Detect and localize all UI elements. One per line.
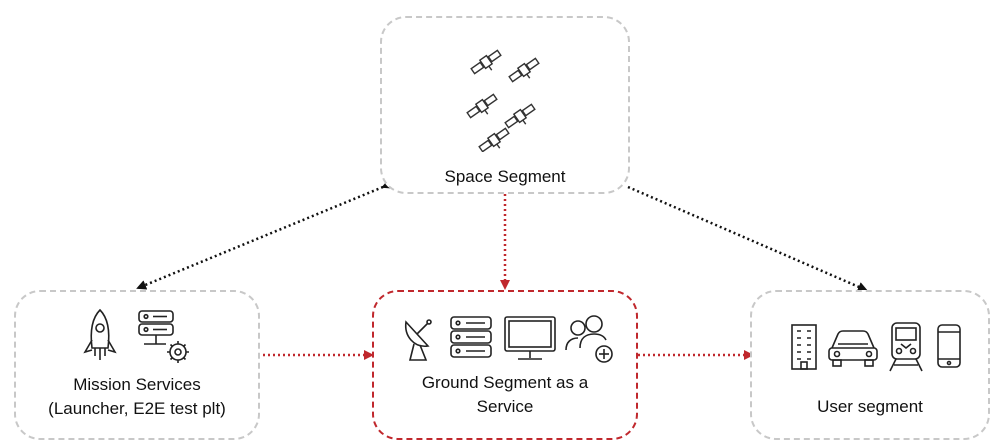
users-add-icon (565, 315, 613, 363)
satellites-icon (466, 49, 540, 152)
building-icon (791, 324, 817, 370)
rocket-icon (83, 308, 117, 360)
link-space-mission (136, 179, 393, 290)
server-gear-icon (138, 310, 189, 363)
link-space-user (627, 185, 868, 292)
train-icon (889, 322, 923, 372)
ground-segment-box: Ground Segment as a Service (372, 290, 638, 440)
space-segment-box: Space Segment (380, 16, 630, 194)
car-icon (828, 330, 878, 367)
user-segment-label: User segment (817, 397, 923, 416)
mission-services-box: Mission Services (Launcher, E2E test plt… (14, 290, 260, 440)
mission-services-label-line2: (Launcher, E2E test plt) (48, 399, 226, 418)
space-segment-label: Space Segment (444, 167, 566, 186)
connections (136, 179, 868, 360)
mission-services-label-line1: Mission Services (73, 375, 201, 394)
phone-icon (937, 324, 961, 368)
server-icon (450, 316, 492, 358)
ground-segment-label-line1: Ground Segment as a (421, 373, 589, 392)
ground-segment-label-line2: Service (476, 397, 534, 416)
antenna-icon (404, 319, 432, 361)
user-segment-box: User segment (750, 290, 990, 440)
monitor-icon (504, 316, 556, 360)
